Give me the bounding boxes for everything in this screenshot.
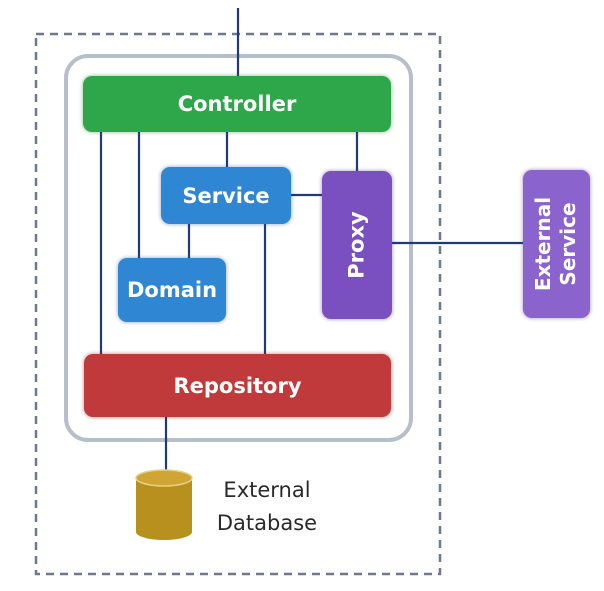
repository-label: Repository bbox=[173, 373, 302, 398]
external-database-label-line1: External bbox=[223, 478, 311, 502]
controller-label: Controller bbox=[177, 92, 297, 116]
external-service-label-line2: Service bbox=[556, 202, 581, 286]
domain-block: Domain bbox=[118, 258, 226, 322]
service-block: Service bbox=[161, 167, 291, 224]
service-label: Service bbox=[182, 183, 270, 208]
proxy-label: Proxy bbox=[344, 211, 369, 279]
repository-block: Repository bbox=[84, 354, 391, 417]
external-service-label-line1: External bbox=[531, 196, 556, 292]
database-icon bbox=[135, 469, 193, 540]
proxy-block: Proxy bbox=[322, 171, 392, 319]
external-database-label-line2: Database bbox=[216, 511, 318, 535]
domain-label: Domain bbox=[126, 278, 218, 302]
controller-block: Controller bbox=[83, 76, 391, 132]
external-database-label: External Database bbox=[207, 474, 327, 540]
